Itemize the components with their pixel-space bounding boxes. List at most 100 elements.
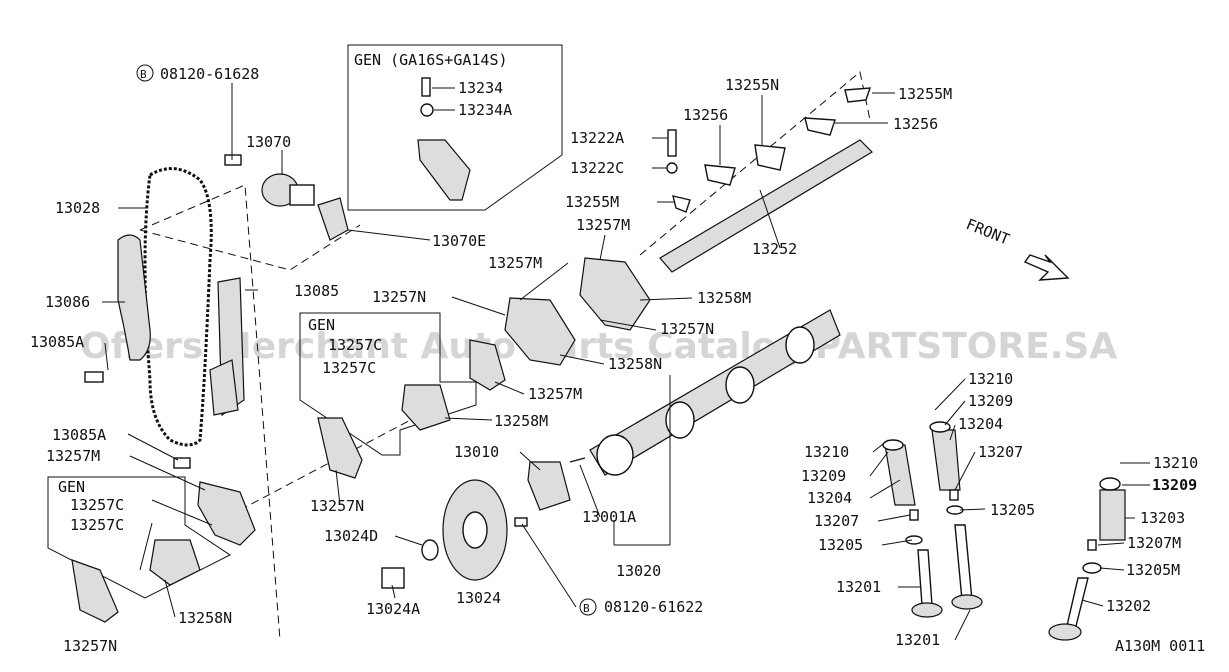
label-13070: 13070	[246, 133, 291, 151]
gen-top-title: GEN (GA16S+GA14S)	[354, 51, 508, 69]
label-13234a: 13234A	[458, 101, 512, 119]
label-13210-1: 13210	[968, 370, 1013, 388]
gen-top-box	[347, 44, 563, 211]
label-13001a: 13001A	[582, 508, 636, 526]
clip-13255n	[754, 144, 786, 171]
retainer-13209-a	[882, 439, 904, 451]
watermark: Offers Merchant Auto Parts Catalog PARTS…	[80, 326, 1117, 367]
label-08120-61622: 08120-61622	[604, 598, 703, 616]
thrust-plate	[527, 461, 571, 511]
block-outline-mid	[239, 414, 421, 511]
label-13257n-3: 13257N	[660, 320, 714, 338]
label-13207m: 13207M	[1127, 534, 1181, 552]
label-13256-2: 13256	[893, 115, 938, 133]
front-label: FRONT	[964, 215, 1013, 249]
label-13222c: 13222C	[570, 159, 624, 177]
bolt-13085a-upper	[84, 371, 104, 383]
label-13258n: 13258N	[178, 609, 232, 627]
label-13257c-1: 13257C	[70, 496, 124, 514]
clip-13255m-a	[844, 87, 871, 103]
label-13024a: 13024A	[366, 600, 420, 618]
screw-13222a	[667, 129, 677, 157]
cam-lobe-2	[725, 366, 755, 404]
gasket-13070e	[317, 197, 349, 241]
label-13258n-2: 13258N	[608, 355, 662, 373]
camshaft-end	[596, 434, 634, 476]
rocker-arm-13257m-b	[504, 297, 576, 366]
label-13255n: 13255N	[725, 76, 779, 94]
label-13257c-2: 13257C	[70, 516, 124, 534]
label-13257n-1: 13257N	[63, 637, 117, 655]
block-outline-top	[139, 224, 361, 271]
label-13209-1: 13209	[968, 392, 1013, 410]
part-labels: 08120-61628 13070 13028 13085 13086 1308…	[30, 65, 1205, 655]
label-13209-2: 13209	[801, 467, 846, 485]
rocker-arm-gen	[417, 139, 471, 201]
valve-spring-13203	[1099, 489, 1126, 541]
label-13085: 13085	[294, 282, 339, 300]
spring-13256-a	[704, 164, 736, 186]
bolt-marker-1-icon	[136, 64, 154, 82]
bolt-08120-61622	[514, 517, 528, 527]
timing-chain	[143, 167, 213, 447]
label-13257n-2: 13257N	[372, 288, 426, 306]
cam-lobe-3	[785, 326, 815, 364]
seat-13205-a	[905, 535, 923, 545]
bolt-marker-2-text: B	[583, 602, 590, 615]
label-13209-3: 13209	[1152, 476, 1197, 494]
seal-13207-a	[909, 509, 919, 521]
bolt-marker-2-icon	[579, 598, 597, 616]
valve-spring-13204-b	[931, 429, 961, 491]
label-13257m-2: 13257M	[576, 216, 630, 234]
label-08120-61628: 08120-61628	[160, 65, 259, 83]
label-13222a: 13222A	[570, 129, 624, 147]
nut-13234a	[420, 103, 434, 117]
sprocket-hub	[289, 184, 315, 206]
rocker-arm-13257m-left	[197, 481, 256, 546]
bolt-13024a	[381, 567, 405, 589]
rocker-arm-13258n	[149, 539, 201, 586]
valve-stem-1	[917, 549, 933, 606]
label-13257m-3: 13257M	[488, 254, 542, 272]
cam-lobe-1	[665, 401, 695, 439]
bolt-08120-61628	[224, 154, 242, 166]
seat-13205m	[1082, 562, 1102, 574]
label-13024d: 13024D	[324, 527, 378, 545]
valve-head-1	[911, 602, 943, 618]
label-13257m-1: 13257M	[46, 447, 100, 465]
label-13205-2: 13205	[818, 536, 863, 554]
label-13205m: 13205M	[1126, 561, 1180, 579]
washer-13024d	[421, 539, 439, 561]
valve-head-2	[951, 594, 983, 610]
gen-left-box	[47, 476, 231, 599]
bolt-marker-1-text: B	[140, 68, 147, 81]
label-13205-1: 13205	[990, 501, 1035, 519]
washer-13222c	[666, 162, 678, 174]
seal-13207-b	[949, 489, 959, 501]
label-13201-2: 13201	[895, 631, 940, 649]
label-13204-1: 13204	[958, 415, 1003, 433]
retainer-13209-b	[929, 421, 951, 433]
diagram-code: A130M 0011	[1115, 637, 1205, 655]
label-13020: 13020	[616, 562, 661, 580]
front-arrow-icon	[1023, 254, 1070, 281]
tensioner-arm	[209, 359, 239, 416]
rocker-arm-13257m-c	[469, 339, 506, 391]
gen-mid-title: GEN	[308, 316, 335, 334]
label-13203: 13203	[1140, 509, 1185, 527]
label-13085a-2: 13085A	[52, 426, 106, 444]
leader-lines	[102, 83, 1150, 641]
clip-13255m-b	[672, 195, 691, 213]
valve-spring-13204-a	[884, 444, 916, 506]
rocker-arm-13258m	[401, 384, 451, 431]
label-13201-1: 13201	[836, 578, 881, 596]
bolt-13085a-lower	[173, 457, 191, 469]
label-13255m-2: 13255M	[565, 193, 619, 211]
label-13024: 13024	[456, 589, 501, 607]
chain-guide	[117, 234, 151, 361]
rocker-outline	[639, 71, 871, 256]
screw-13234	[421, 77, 431, 97]
label-13210-2: 13210	[804, 443, 849, 461]
block-outline-left	[139, 184, 281, 641]
